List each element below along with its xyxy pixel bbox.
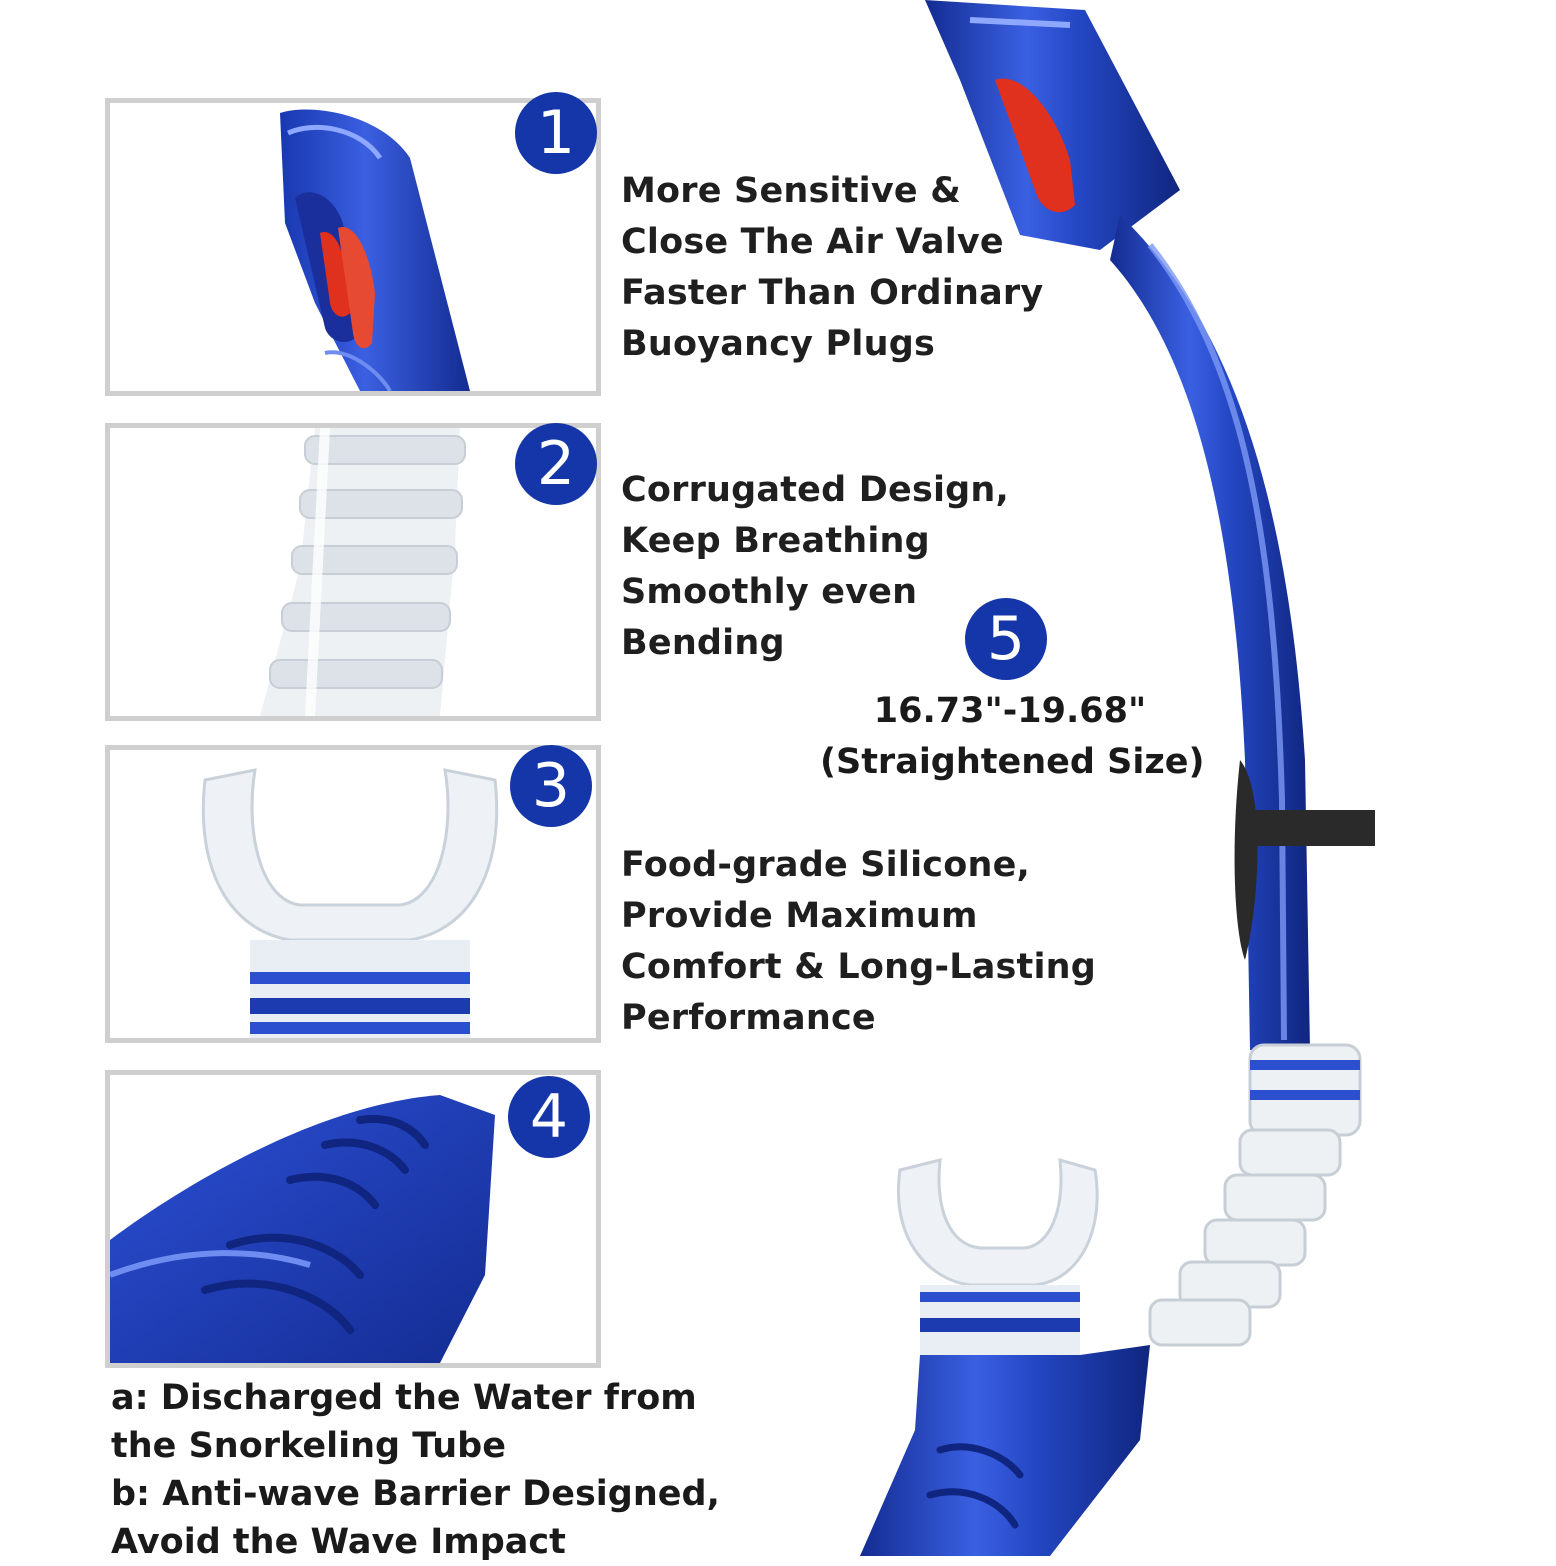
feature-valve-text: More Sensitive & Close The Air Valve Fas…: [621, 166, 1043, 370]
feature-line: Provide Maximum: [621, 896, 978, 936]
feature-line: Keep Breathing: [621, 521, 930, 561]
feature-line: Food-grade Silicone,: [621, 845, 1031, 885]
feature-line: Comfort & Long-Lasting: [621, 947, 1097, 987]
feature-line: More Sensitive &: [621, 171, 961, 211]
mouthpiece: [897, 1157, 1099, 1287]
badge-4: 4: [508, 1076, 590, 1158]
feature-line: Bending: [621, 623, 785, 663]
feature-line: Close The Air Valve: [621, 222, 1004, 262]
silicone-mouthpiece-closeup-image: [201, 768, 499, 1038]
feature-corrugated-text: Corrugated Design, Keep Breathing Smooth…: [621, 465, 1009, 669]
size-note: (Straightened Size): [820, 742, 1205, 782]
feature-line: Faster Than Ordinary: [621, 273, 1044, 313]
caption-line: the Snorkeling Tube: [111, 1426, 506, 1466]
feature-line: Buoyancy Plugs: [621, 324, 935, 364]
caption-line: b: Anti-wave Barrier Designed,: [111, 1474, 720, 1514]
feature-line: Smoothly even: [621, 572, 918, 612]
badge-5: 5: [965, 598, 1047, 680]
feature-line: Corrugated Design,: [621, 470, 1010, 510]
panel-purge-valve-closeup: [105, 1070, 601, 1368]
valve-red-insert: [995, 78, 1075, 213]
snorkel-product-image: [860, 0, 1375, 1556]
size-range: 16.73"-19.68": [873, 691, 1147, 731]
snorkel-clip: [1245, 810, 1375, 846]
badge-1: 1: [515, 92, 597, 174]
badge-3: 3: [510, 745, 592, 827]
size-text: 16.73"-19.68" (Straightened Size): [820, 686, 1205, 788]
purge-valve-caption: a: Discharged the Water from the Snorkel…: [111, 1374, 720, 1566]
caption-line: a: Discharged the Water from: [111, 1378, 697, 1418]
corrugated-tube-closeup-image: [260, 428, 466, 716]
purge-valve-closeup-image: [110, 1095, 495, 1363]
panel-mouthpiece-closeup: [105, 745, 601, 1043]
purge-valve-body: [860, 1345, 1150, 1556]
badge-2: 2: [515, 423, 597, 505]
caption-line: Avoid the Wave Impact: [111, 1522, 566, 1562]
feature-line: Performance: [621, 998, 876, 1038]
valve-top-closeup-image: [280, 109, 470, 391]
feature-silicone-text: Food-grade Silicone, Provide Maximum Com…: [621, 840, 1096, 1044]
